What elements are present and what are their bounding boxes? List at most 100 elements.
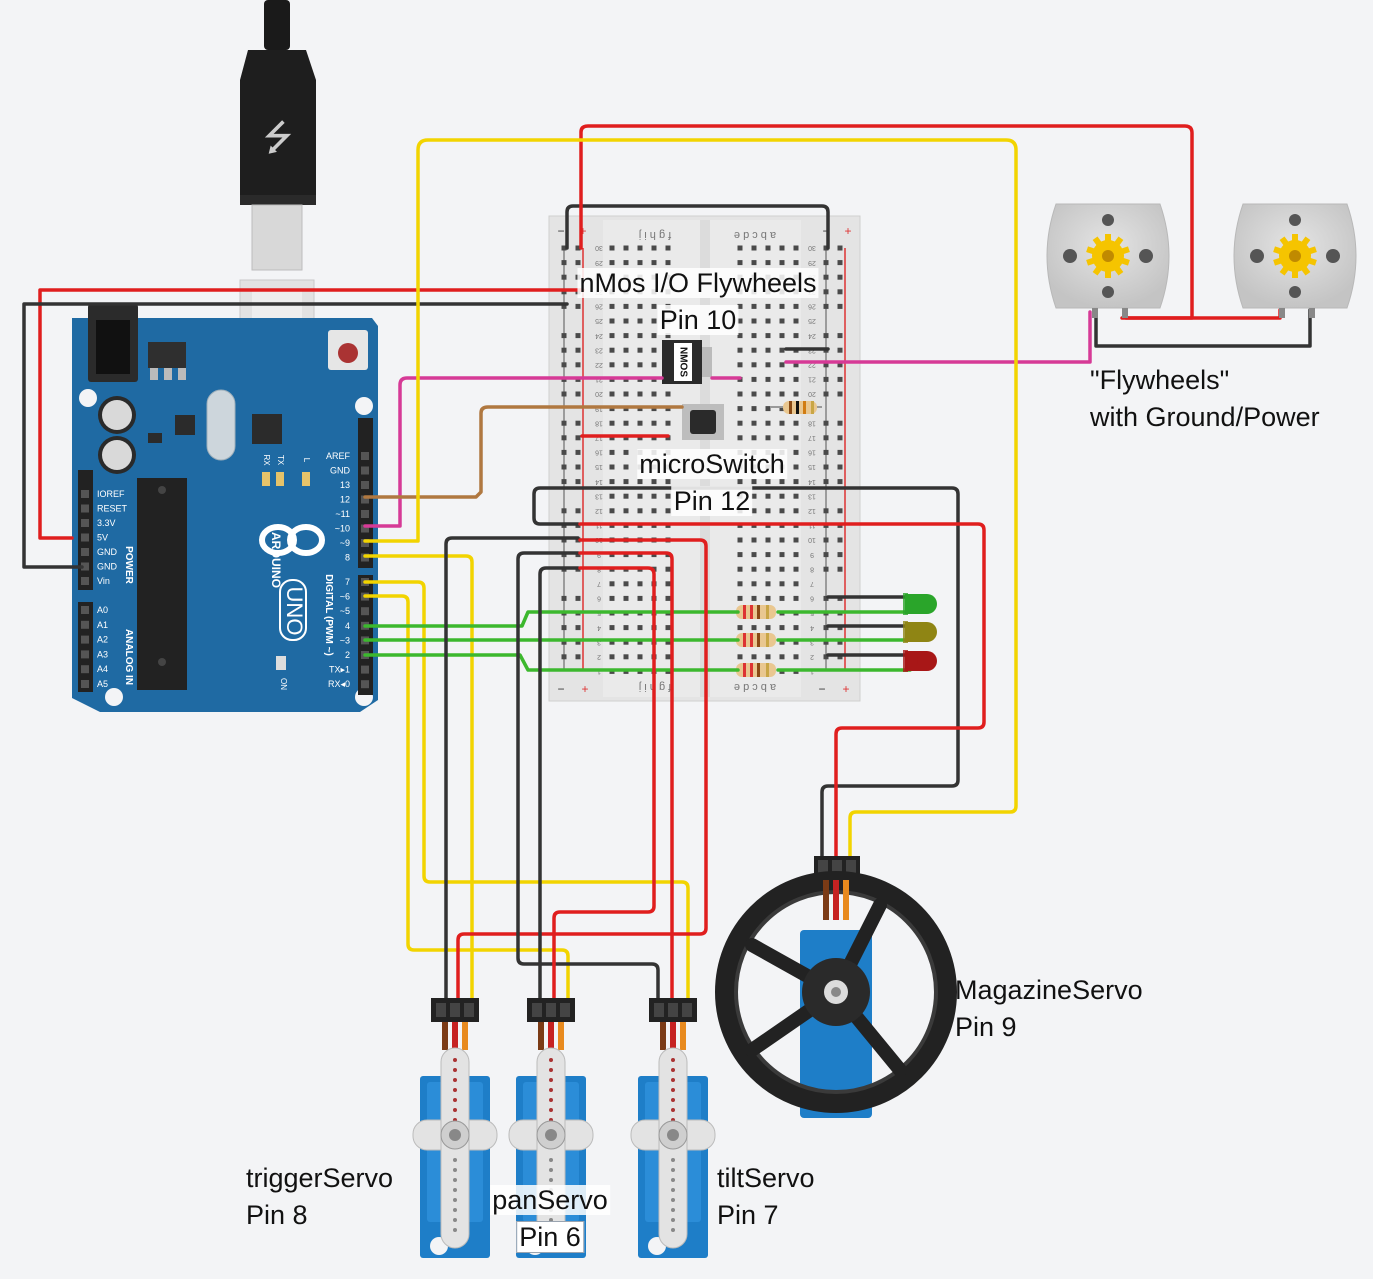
tilt-servo-line2: Pin 7 xyxy=(717,1200,779,1230)
bb-row-number: 21 xyxy=(808,376,816,383)
bb-col-letters-left-top: f g h i j xyxy=(639,229,671,241)
digital-pin-socket[interactable] xyxy=(361,665,369,674)
micro-switch-label: microSwitch Pin 12 xyxy=(637,446,787,520)
bb-rail-plus-br: + xyxy=(842,682,849,696)
wire-pin4 xyxy=(363,610,740,628)
wire-pin6 xyxy=(363,594,570,1002)
micro-switch-line2: Pin 12 xyxy=(671,486,753,516)
digital-pin-label: ~6 xyxy=(340,592,350,602)
wires xyxy=(22,124,1312,1002)
micro-switch-line1: microSwitch xyxy=(637,449,787,479)
nmos-label: NMOS xyxy=(677,347,688,377)
power-pin-socket[interactable] xyxy=(81,548,89,556)
digital-pin-label: GND xyxy=(330,466,351,476)
analog-pin-label: A5 xyxy=(97,679,108,689)
bb-row-number: 20 xyxy=(808,390,816,397)
analog-pin-socket[interactable] xyxy=(81,620,89,629)
power-pin-socket[interactable] xyxy=(81,577,89,585)
pan-servo-label: panServo Pin 6 xyxy=(490,1182,610,1256)
wire-tilt-power xyxy=(578,551,674,1002)
wire-pin10 xyxy=(363,376,664,528)
bb-row-number: 26 xyxy=(808,303,816,310)
analog-pin-socket[interactable] xyxy=(81,665,89,674)
digital-pin-socket[interactable] xyxy=(361,607,369,616)
power-pin-label: GND xyxy=(97,562,118,572)
bb-rail-plus-tr: + xyxy=(844,224,851,238)
digital-pin-socket[interactable] xyxy=(361,524,369,533)
bb-row-number: 16 xyxy=(808,449,816,456)
bb-col-letters-right-bottom: a b c d e xyxy=(734,681,776,693)
flywheel-mosfet-label: nMos I/O Flywheels Pin 10 xyxy=(577,265,819,339)
bb-rail-minus-br: − xyxy=(818,682,825,696)
bb-row-number: 25 xyxy=(808,317,816,324)
magazine-servo xyxy=(715,856,957,1118)
analog-pin-socket[interactable] xyxy=(81,606,89,614)
bb-row-number: 7 xyxy=(597,580,601,587)
analog-pin-socket[interactable] xyxy=(81,650,89,659)
bb-row-number: 7 xyxy=(810,580,814,587)
digital-pin-socket[interactable] xyxy=(361,481,369,489)
digital-pin-socket[interactable] xyxy=(361,539,369,547)
bb-row-number: 16 xyxy=(595,449,603,456)
flywheels-label: "Flywheels" with Ground/Power xyxy=(1090,362,1320,436)
bb-row-number: 14 xyxy=(808,478,816,485)
digital-pin-label: ~11 xyxy=(335,509,350,519)
power-pin-socket[interactable] xyxy=(81,533,89,542)
led-dome xyxy=(917,651,937,671)
power-pin-label: IOREF xyxy=(97,489,125,499)
analog-pin-socket[interactable] xyxy=(81,635,89,644)
wire-pin2 xyxy=(363,653,740,672)
wire-pan-power xyxy=(552,566,656,1002)
bb-row-number: 9 xyxy=(810,551,814,558)
analog-pin-label: A0 xyxy=(97,605,108,615)
analog-header-title: ANALOG IN xyxy=(123,629,134,685)
digital-pin-socket[interactable] xyxy=(361,495,369,504)
bb-row-number: 20 xyxy=(595,390,603,397)
analog-pin-label: A3 xyxy=(97,649,108,659)
usb-icon: ⭍ xyxy=(263,118,293,159)
resistor xyxy=(736,663,776,677)
analog-pin-socket[interactable] xyxy=(81,680,89,688)
wire-gnd-bridge xyxy=(565,204,830,250)
flywheels-line1: "Flywheels" xyxy=(1090,365,1230,395)
digital-pin-label: ~5 xyxy=(340,606,350,616)
bb-row-number: 18 xyxy=(808,419,816,426)
indicator-label: L xyxy=(302,458,311,463)
digital-pin-socket[interactable] xyxy=(361,510,369,518)
bb-row-number: 30 xyxy=(595,244,603,251)
bb-row-number: 22 xyxy=(808,361,816,368)
indicator-label: RX xyxy=(262,454,271,466)
power-pin-socket[interactable] xyxy=(81,490,89,498)
flywheel-mosfet-line1: nMos I/O Flywheels xyxy=(577,268,819,298)
digital-pin-socket[interactable] xyxy=(361,466,369,475)
digital-pin-socket[interactable] xyxy=(361,680,369,689)
power-pin-label: 3.3V xyxy=(97,518,116,528)
digital-pin-socket[interactable] xyxy=(361,452,369,460)
power-header-title: POWER xyxy=(123,546,134,585)
bb-rail-plus-bl: + xyxy=(581,682,588,696)
bb-row-number: 23 xyxy=(595,346,603,353)
pulldown-resistor xyxy=(770,401,822,414)
led-dome xyxy=(917,622,937,642)
power-pin-label: RESET xyxy=(97,504,128,514)
power-pin-socket[interactable] xyxy=(81,519,89,527)
wire-gnd xyxy=(22,302,569,569)
power-pin-socket[interactable] xyxy=(81,562,89,571)
resistor xyxy=(736,605,776,619)
magazine-servo-line1: MagazineServo xyxy=(955,975,1143,1005)
digital-pin-label: RX◂0 xyxy=(328,679,350,689)
trigger-servo-label: triggerServo Pin 8 xyxy=(246,1160,393,1234)
power-pin-socket[interactable] xyxy=(81,504,89,513)
digital-pin-label: AREF xyxy=(326,451,351,461)
bb-row-number: 13 xyxy=(808,492,816,499)
digital-pin-label: ~10 xyxy=(335,524,350,534)
bb-row-number: 29 xyxy=(595,259,603,266)
pan-servo-line2: Pin 6 xyxy=(516,1221,584,1253)
bb-row-number: 17 xyxy=(808,434,816,441)
nmos-transistor: NMOS xyxy=(662,340,712,384)
tilt-servo-line1: tiltServo xyxy=(717,1163,815,1193)
flywheels-line2: with Ground/Power xyxy=(1090,402,1320,432)
wire-trigger-gnd xyxy=(444,536,580,1002)
